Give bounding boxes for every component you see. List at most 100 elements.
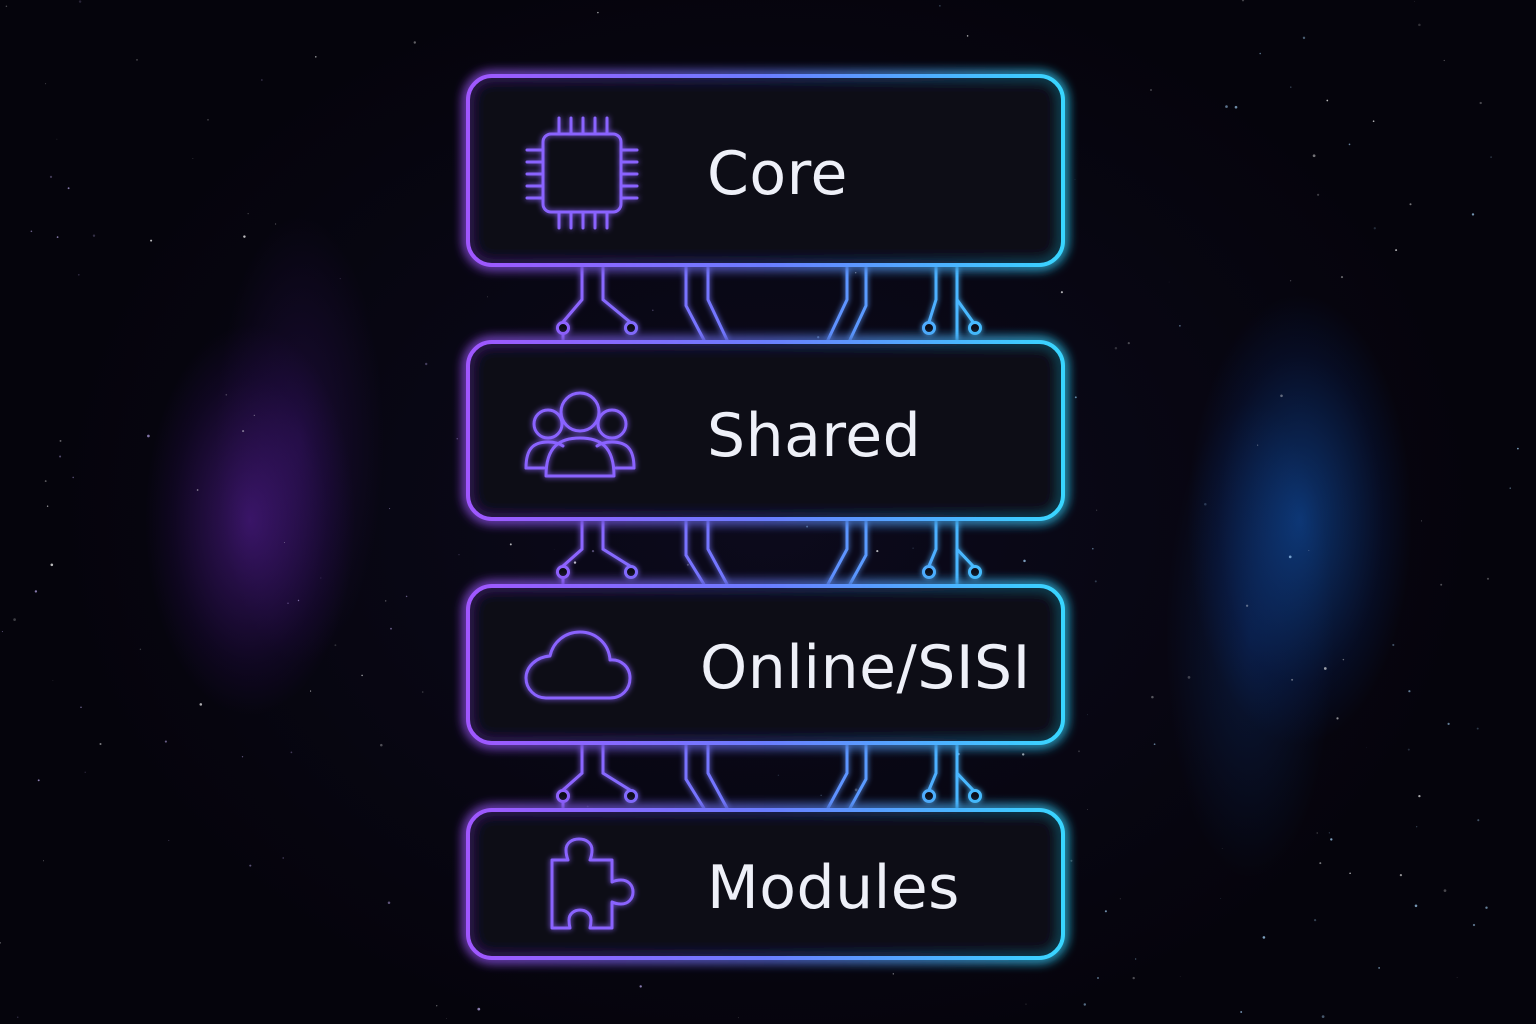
star bbox=[939, 5, 941, 7]
circuit-node bbox=[556, 321, 570, 335]
star bbox=[1314, 919, 1317, 922]
star bbox=[136, 59, 138, 61]
star bbox=[243, 235, 246, 238]
star bbox=[389, 508, 391, 510]
star bbox=[67, 187, 70, 190]
layer-box bbox=[466, 340, 1065, 521]
star bbox=[1096, 509, 1098, 511]
layer-online-sisi: Online/SISI bbox=[466, 584, 1065, 745]
star bbox=[37, 779, 40, 782]
star bbox=[1317, 193, 1320, 196]
star bbox=[164, 740, 167, 743]
star bbox=[1392, 643, 1395, 647]
star bbox=[1291, 678, 1294, 681]
star bbox=[45, 83, 47, 85]
star bbox=[425, 362, 428, 366]
star bbox=[147, 434, 150, 438]
star bbox=[50, 563, 54, 567]
star bbox=[1086, 714, 1088, 716]
star bbox=[1025, 1003, 1027, 1005]
circuit-connectors bbox=[556, 265, 982, 811]
star bbox=[1447, 722, 1450, 726]
circuit-node bbox=[624, 789, 638, 803]
circuit-node bbox=[624, 565, 638, 579]
star bbox=[1220, 898, 1222, 900]
star bbox=[1443, 889, 1447, 892]
star bbox=[261, 79, 263, 81]
circuit-node bbox=[922, 789, 936, 803]
star bbox=[639, 985, 642, 988]
star bbox=[1083, 1003, 1087, 1006]
star bbox=[405, 595, 408, 598]
circuit-node bbox=[556, 789, 570, 803]
star bbox=[1070, 859, 1073, 862]
star bbox=[49, 175, 53, 179]
circuit-trace bbox=[684, 743, 707, 811]
star bbox=[77, 273, 80, 276]
star bbox=[1234, 105, 1238, 109]
star bbox=[290, 751, 293, 754]
star bbox=[1472, 923, 1476, 927]
star bbox=[1114, 347, 1118, 350]
star bbox=[1259, 52, 1261, 55]
star bbox=[912, 547, 914, 550]
star bbox=[966, 35, 969, 37]
star bbox=[1078, 750, 1080, 753]
star bbox=[436, 1005, 438, 1007]
star bbox=[310, 690, 312, 692]
circuit-trace bbox=[684, 265, 707, 343]
circuit-node bbox=[556, 565, 570, 579]
star bbox=[1074, 178, 1076, 180]
star bbox=[139, 648, 142, 651]
star bbox=[1414, 904, 1418, 908]
star bbox=[1312, 154, 1316, 158]
star bbox=[1476, 727, 1479, 730]
circuit-trace bbox=[601, 519, 631, 568]
star bbox=[34, 590, 38, 593]
star bbox=[586, 805, 589, 808]
star bbox=[1151, 695, 1154, 699]
star bbox=[1086, 809, 1088, 811]
star bbox=[777, 774, 780, 776]
star bbox=[1373, 227, 1376, 230]
star bbox=[1290, 86, 1292, 88]
star bbox=[1092, 547, 1094, 550]
star bbox=[0, 942, 1, 944]
star bbox=[1418, 23, 1421, 27]
star bbox=[855, 272, 857, 274]
layer-box bbox=[466, 584, 1065, 745]
star bbox=[1486, 577, 1490, 580]
star bbox=[1408, 690, 1411, 693]
star bbox=[17, 1016, 19, 1018]
star bbox=[1399, 873, 1403, 877]
star bbox=[1221, 848, 1223, 850]
circuit-trace bbox=[561, 265, 584, 323]
star bbox=[892, 973, 894, 975]
cloud-icon bbox=[524, 630, 632, 700]
layer-core: Core bbox=[466, 74, 1065, 267]
circuit-node bbox=[968, 789, 982, 803]
star bbox=[1288, 555, 1292, 559]
star bbox=[1104, 910, 1107, 913]
star bbox=[72, 476, 74, 479]
star bbox=[150, 239, 153, 242]
star bbox=[1021, 753, 1025, 756]
circuit-trace bbox=[825, 265, 849, 343]
star bbox=[820, 794, 822, 796]
layer-modules: Modules bbox=[466, 808, 1065, 960]
circuit-trace bbox=[955, 743, 975, 792]
star bbox=[287, 602, 289, 604]
star bbox=[168, 840, 170, 842]
star bbox=[1509, 487, 1511, 489]
star bbox=[1440, 583, 1443, 586]
star bbox=[1366, 747, 1367, 748]
circuit-trace bbox=[825, 519, 849, 587]
star bbox=[43, 860, 44, 862]
star bbox=[297, 599, 300, 602]
circuit-node bbox=[968, 565, 982, 579]
star bbox=[247, 213, 249, 215]
star bbox=[1409, 203, 1412, 206]
star bbox=[1395, 249, 1398, 252]
